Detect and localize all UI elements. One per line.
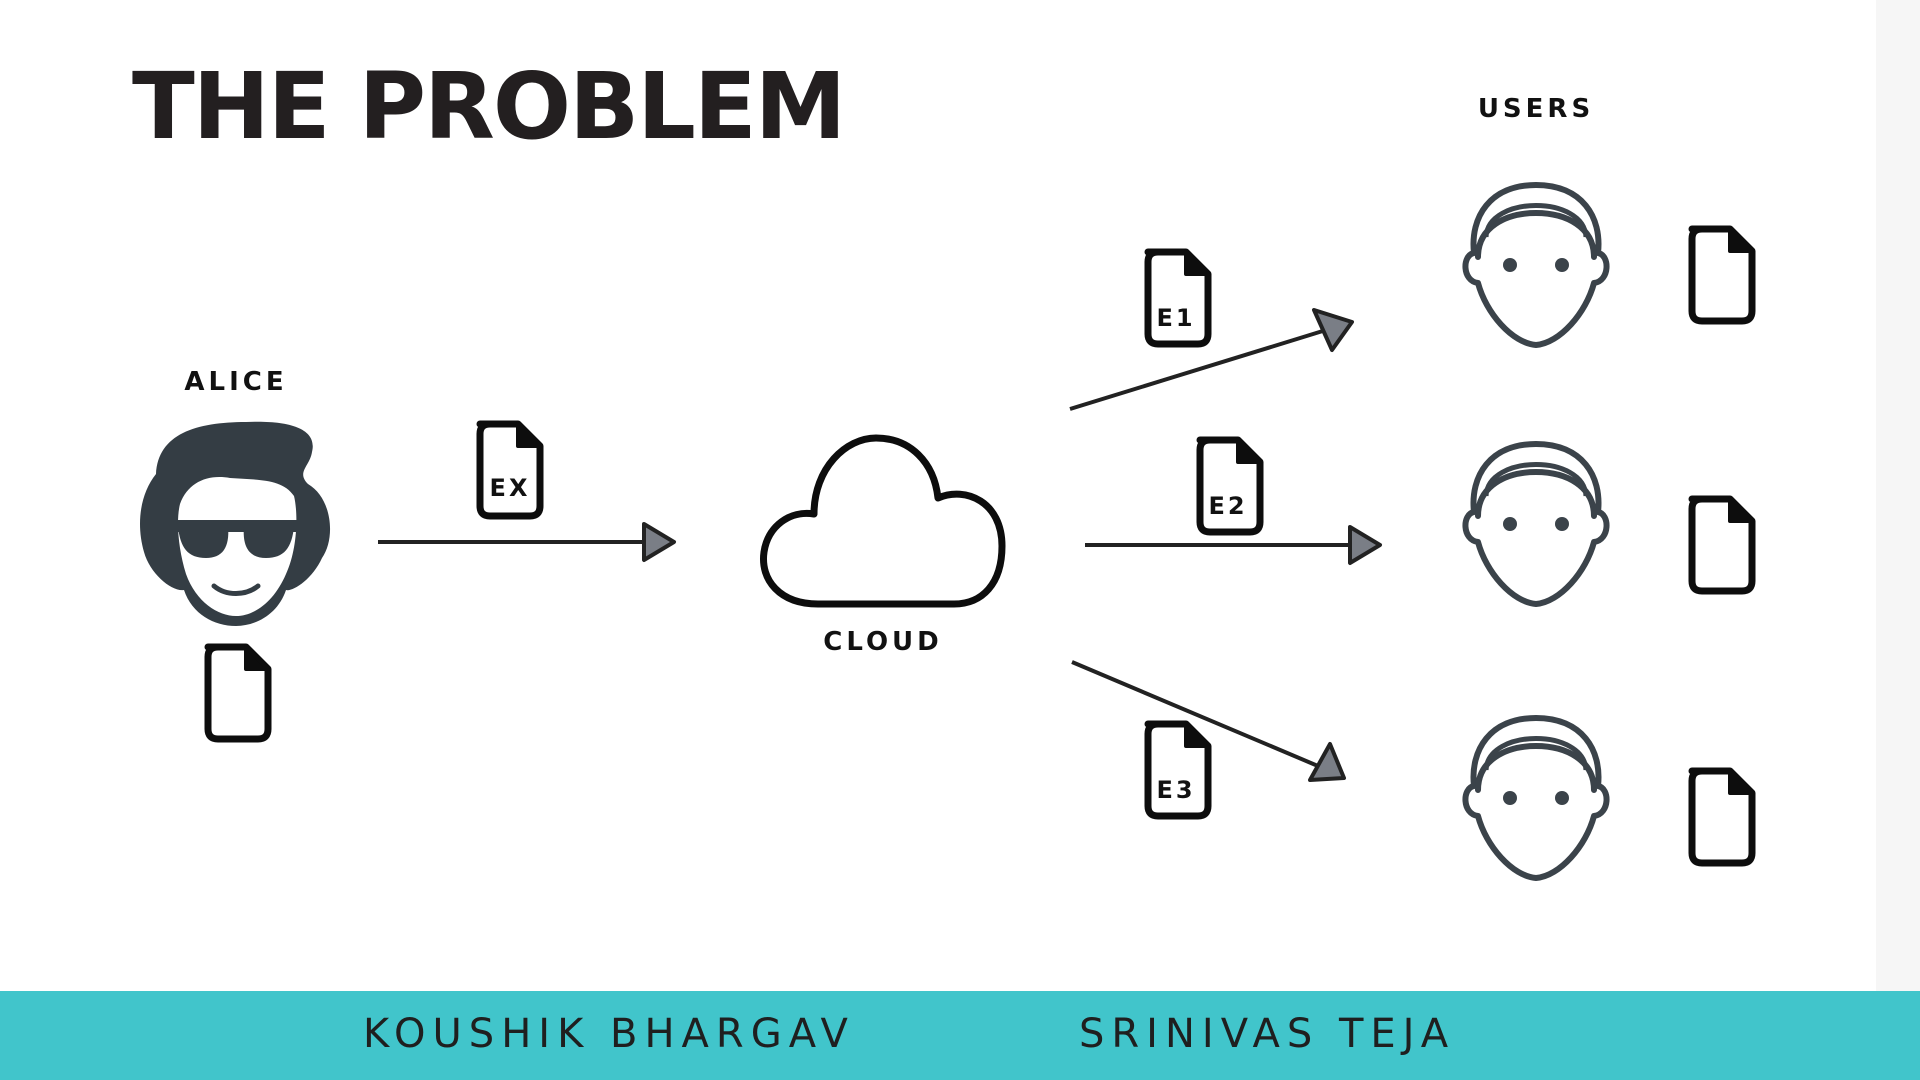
cloud-icon xyxy=(760,434,1006,608)
arrow-cloud-to-user-3 xyxy=(1071,660,1346,782)
arrow-cloud-to-user-1 xyxy=(1069,308,1354,411)
user-1-document-icon xyxy=(1692,229,1752,321)
user-3-document-icon xyxy=(1692,771,1752,863)
encrypted-document-e3-icon: E3 xyxy=(1148,724,1208,816)
alice-document-icon xyxy=(208,647,268,739)
user-2-face-icon xyxy=(1465,444,1606,604)
footer-bar xyxy=(0,991,1920,1080)
encrypted-document-e2-icon: E2 xyxy=(1200,440,1260,532)
slide-edge xyxy=(1876,0,1920,991)
author-srinivas: SRINIVAS TEJA xyxy=(1079,1011,1456,1057)
alice-label: ALICE xyxy=(184,367,288,397)
encrypted-document-e2-label: E2 xyxy=(1208,492,1247,520)
sent-document-label: EX xyxy=(490,474,531,502)
arrow-cloud-to-user-2 xyxy=(1085,525,1382,565)
sent-document-icon: EX xyxy=(480,424,540,516)
user-2-document-icon xyxy=(1692,499,1752,591)
encrypted-document-e1-label: E1 xyxy=(1156,304,1195,332)
arrow-alice-to-cloud xyxy=(378,522,676,562)
encrypted-document-e1-icon: E1 xyxy=(1148,252,1208,344)
alice-sunglasses-icon xyxy=(140,421,331,626)
author-koushik: KOUSHIK BHARGAV xyxy=(363,1011,855,1057)
encrypted-document-e3-label: E3 xyxy=(1156,776,1195,804)
slide-title: THE PROBLEM xyxy=(132,53,846,160)
users-label: USERS xyxy=(1477,94,1595,124)
diagram-canvas: EX E1 E2 xyxy=(140,0,1920,991)
cloud-label: CLOUD xyxy=(823,627,943,657)
user-3-face-icon xyxy=(1465,718,1606,878)
user-1-face-icon xyxy=(1465,185,1606,345)
